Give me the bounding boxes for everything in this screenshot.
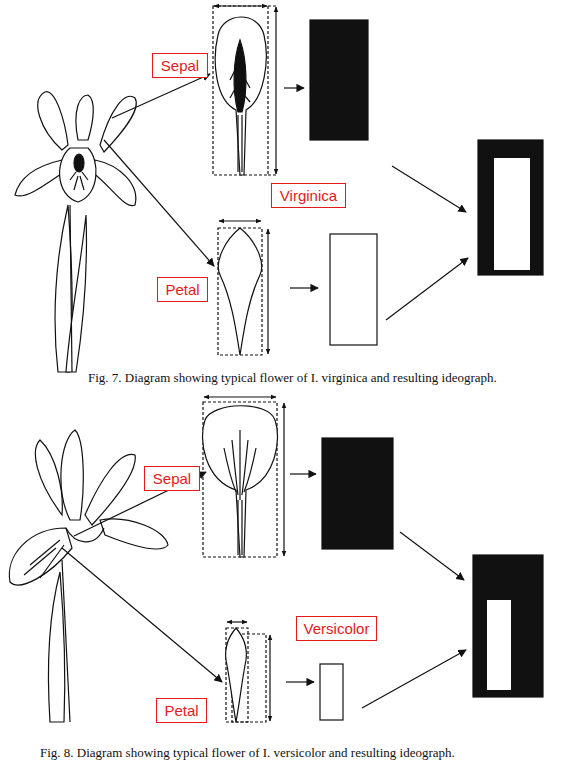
sepal-ideograph: [310, 20, 368, 140]
signal-patch: [234, 40, 246, 112]
standard-petal: [35, 440, 62, 515]
petal-ideograph: [320, 664, 343, 720]
stem: [70, 205, 72, 372]
part-label: Virginica: [280, 188, 337, 203]
standard-petal: [100, 96, 136, 152]
label-box: Petal: [157, 277, 208, 302]
spathe-leaf: [48, 572, 64, 722]
figure-caption: Fig. 8. Diagram showing typical flower o…: [40, 745, 455, 761]
signal-patch: [74, 154, 84, 172]
petal-ideograph: [330, 234, 377, 345]
ideograph-petal: [494, 158, 530, 270]
stem: [62, 560, 70, 722]
flow-arrow: [290, 473, 316, 474]
width-dimension: [204, 396, 276, 397]
part-label: Versicolor: [304, 621, 370, 636]
sepal-outline: [203, 406, 278, 557]
bounding-box: [203, 402, 277, 557]
fall-sepal: [100, 519, 168, 549]
vein-lines: [24, 540, 64, 578]
leader-arrow: [62, 548, 222, 682]
sepal-outline: [215, 17, 266, 175]
extension-line: [268, 5, 278, 6]
flow-arrow: [284, 87, 304, 88]
spathe-leaf: [66, 215, 87, 372]
label-box: Petal: [156, 698, 207, 723]
combine-arrow: [400, 532, 464, 580]
part-label: Sepal: [153, 471, 191, 486]
label-box: Sepal: [144, 466, 200, 491]
vein-lines: [70, 172, 88, 190]
figure-caption: Fig. 7. Diagram showing typical flower o…: [88, 370, 497, 386]
combine-arrow: [362, 650, 466, 708]
petal-outline: [218, 228, 261, 355]
petal-outline: [226, 628, 247, 722]
flow-arrow: [286, 681, 314, 682]
fall-sepal: [60, 148, 96, 202]
sepal-ideograph: [322, 438, 393, 549]
ideograph-sepal: [478, 140, 543, 275]
part-label: Petal: [165, 282, 199, 297]
fall-sepal: [9, 528, 72, 585]
length-dimension: [267, 229, 268, 354]
fall-sepal: [92, 160, 136, 206]
width-dimension: [214, 5, 267, 6]
extension-line: [268, 174, 278, 175]
length-dimension: [269, 635, 270, 721]
bounding-box: [213, 6, 268, 175]
part-label: Petal: [164, 703, 198, 718]
standard-petal: [85, 454, 135, 525]
label-box: Versicolor: [296, 616, 377, 641]
label-box: Virginica: [271, 183, 346, 208]
leader-arrow: [74, 472, 206, 536]
length-dimension: [275, 7, 276, 174]
width-dimension: [219, 220, 261, 221]
standard-petal: [61, 430, 83, 520]
label-box: Sepal: [152, 53, 208, 78]
bounding-box: [226, 628, 248, 722]
ideograph-petal: [487, 600, 511, 690]
length-dimension: [283, 403, 284, 556]
part-label: Sepal: [161, 58, 199, 73]
fall-sepal: [15, 160, 64, 196]
leader-arrow: [112, 74, 210, 118]
combine-arrow: [392, 166, 466, 212]
standard-petal: [76, 95, 93, 140]
combine-arrow: [386, 258, 468, 320]
vein-lines: [230, 60, 250, 172]
width-dimension: [227, 621, 247, 622]
flow-arrow: [290, 287, 318, 288]
bounding-box: [218, 228, 262, 355]
leader-arrow: [104, 140, 214, 266]
ideograph-sepal: [473, 555, 543, 697]
vein-lines: [224, 430, 256, 555]
standard-petal: [38, 92, 68, 150]
